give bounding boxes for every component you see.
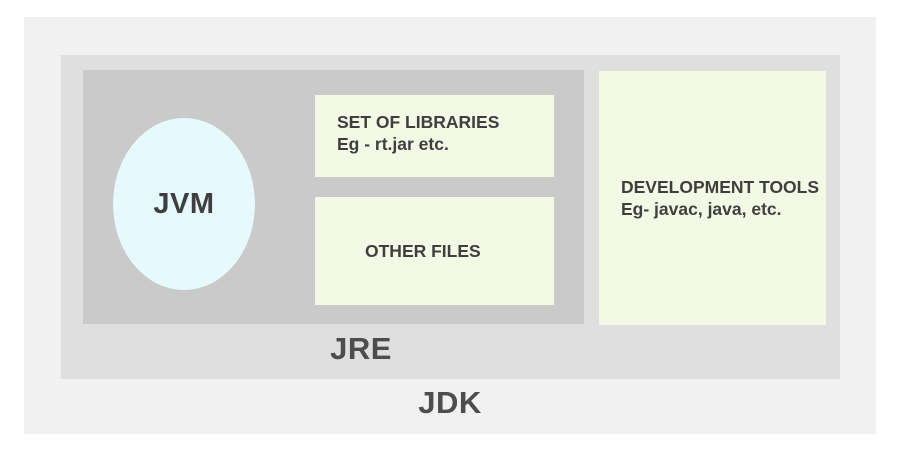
jvm-node: JVM <box>113 118 255 290</box>
other-files-card: OTHER FILES <box>315 197 554 305</box>
jre-label: JRE <box>330 331 392 366</box>
jvm-label: JVM <box>153 187 215 220</box>
jre-container: JVM SET OF LIBRARIES Eg - rt.jar etc. OT… <box>61 55 840 379</box>
set-of-libraries-line1: SET OF LIBRARIES <box>337 112 500 132</box>
set-of-libraries-line2: Eg - rt.jar etc. <box>337 134 449 155</box>
other-files-label: OTHER FILES <box>365 240 481 261</box>
jdk-label: JDK <box>418 385 482 420</box>
set-of-libraries-card: SET OF LIBRARIES Eg - rt.jar etc. <box>315 95 554 177</box>
jdk-container: JVM SET OF LIBRARIES Eg - rt.jar etc. OT… <box>24 17 876 434</box>
jre-inner-area: JVM SET OF LIBRARIES Eg - rt.jar etc. OT… <box>83 70 584 324</box>
development-tools-card: DEVELOPMENT TOOLS Eg- javac, java, etc. <box>599 71 826 325</box>
development-tools-label: DEVELOPMENT TOOLS Eg- javac, java, etc. <box>621 176 820 219</box>
